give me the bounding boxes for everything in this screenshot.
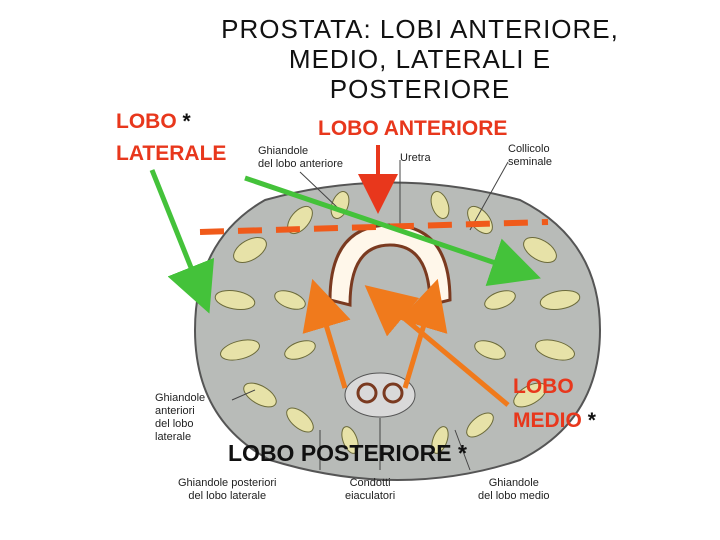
lobo-medio-label: MEDIO * [513,407,596,434]
lobo-posteriore-label: LOBO POSTERIORE * [228,440,467,467]
lobo-laterale-word2: LATERALE [116,142,227,165]
collicolo-seminale-text: Collicolo seminale [508,143,553,168]
lobo-anteriore-label: LOBO ANTERIORE [318,117,508,140]
ghiandole-lobo-medio-text: Ghiandole del lobo medio [478,477,550,502]
condotti-eiaculatori-text: Condotti eiaculatori [345,477,396,502]
lobo-laterale-word1: LOBO [116,110,177,133]
lobo-posteriore-asterisk: * [458,440,467,466]
ghiandole-posteriori-lobo-laterale-text: Ghiandole posteriori del lobo laterale [178,477,277,502]
gland-lobules [214,191,581,454]
lobo-medio-word1: LOBO [513,375,574,398]
urethra [328,223,452,307]
page-title: PROSTATA: LOBI ANTERIORE, MEDIO, LATERAL… [221,14,619,104]
lateral-arrow-left [149,169,215,314]
lobo-laterale-label: LOBO * [116,108,191,135]
uretra-text: Uretra [400,152,431,164]
lateral-arrow-right [244,175,541,287]
ghiandole-lobo-anteriore-text: Ghiandole del lobo anteriore [258,145,344,170]
lobo-medio-asterisk: * [587,409,596,432]
posterior-arrow-left [302,278,351,389]
dashed-divider [199,219,549,235]
ejaculatory-ducts-area [344,372,416,418]
lobo-posteriore-word: LOBO POSTERIORE [228,440,452,466]
lobo-medio-word2: MEDIO [513,409,582,432]
posterior-arrow-right [399,278,448,389]
ghiandole-anteriori-lobo-laterale-text: Ghiandole anteriori del lobo laterale [155,392,206,443]
lobo-laterale-asterisk: * [182,110,191,133]
